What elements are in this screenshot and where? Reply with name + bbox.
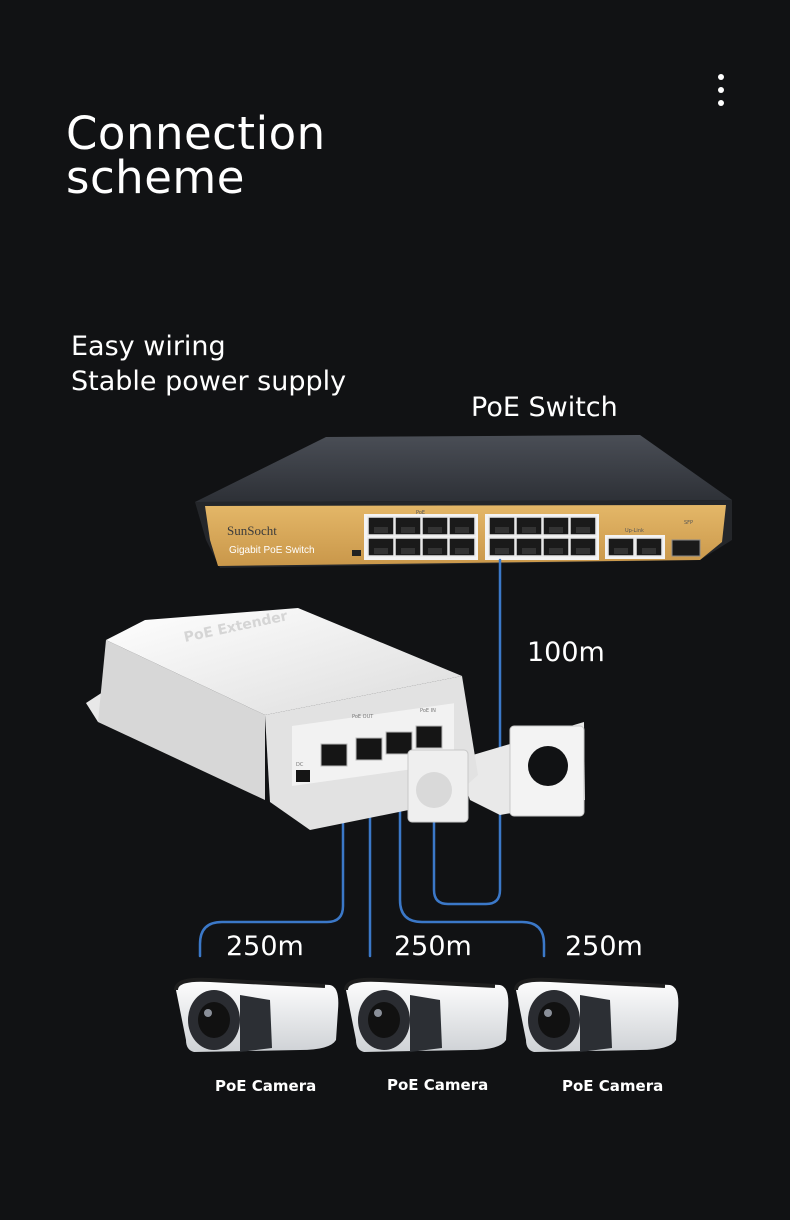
camera-2 — [344, 977, 509, 1052]
camera-1-distance-label: 250m — [226, 931, 304, 962]
switch-power-led — [352, 550, 361, 556]
uplink-cable — [432, 558, 502, 906]
camera-3-label: PoE Camera — [562, 1077, 664, 1095]
switch-uplink-label: Up-Link — [625, 528, 644, 534]
camera-3-distance-label: 250m — [565, 931, 643, 962]
uplink-distance-label: 100m — [527, 637, 605, 668]
extender-in-label: PoE IN — [420, 708, 436, 714]
camera-3-lens-glare — [544, 1009, 552, 1017]
switch-sfp-label: SFP — [684, 520, 693, 526]
poe-extender: PoE Extender PoE OUT PoE IN DC — [86, 608, 585, 830]
tagline-easy-wiring: Easy wiring — [71, 331, 226, 362]
extender-dc-label: DC — [296, 762, 304, 768]
camera-2-band — [410, 995, 442, 1052]
camera-3-hood — [514, 977, 666, 991]
camera-3-cable — [398, 756, 546, 958]
camera-2-lens-glare — [374, 1009, 382, 1017]
page-title: Connection scheme — [66, 107, 326, 204]
extender-top-panel — [106, 608, 462, 715]
camera-3-lens — [538, 1002, 570, 1038]
camera-2-label: PoE Camera — [387, 1076, 489, 1094]
camera-1-label: PoE Camera — [215, 1077, 317, 1095]
camera-3-band — [580, 995, 612, 1052]
camera-1-band — [240, 995, 272, 1052]
extender-dc-jack — [296, 770, 310, 782]
camera-2-distance-label: 250m — [394, 931, 472, 962]
switch-model-text: Gigabit PoE Switch — [229, 545, 315, 556]
cable-gland-1-hole — [416, 772, 452, 808]
poe-switch-label: PoE Switch — [471, 392, 618, 423]
extender-out-label: PoE OUT — [352, 714, 374, 720]
camera-1-lens-glare — [204, 1009, 212, 1017]
camera-1-cable — [198, 756, 345, 958]
switch-brand-text: SunSocht — [227, 523, 277, 538]
cables — [198, 558, 546, 958]
camera-3 — [514, 977, 679, 1052]
switch-port-group-label: PoE — [416, 510, 425, 516]
camera-1-lens — [198, 1002, 230, 1038]
switch-top-panel — [195, 435, 732, 502]
camera-2-lens — [368, 1002, 400, 1038]
cable-gland-2-hole — [528, 746, 568, 786]
camera-1-hood — [174, 977, 326, 991]
switch-sfp-port — [671, 539, 701, 557]
camera-1 — [174, 977, 339, 1052]
poe-switch: SunSocht Gigabit PoE Switch PoE Up-Link … — [195, 435, 732, 568]
extender-ports — [320, 725, 443, 767]
extender-side-panel — [98, 640, 265, 800]
tagline-stable-power: Stable power supply — [71, 366, 347, 397]
more-options-icon[interactable] — [706, 70, 736, 110]
camera-2-hood — [344, 977, 496, 991]
